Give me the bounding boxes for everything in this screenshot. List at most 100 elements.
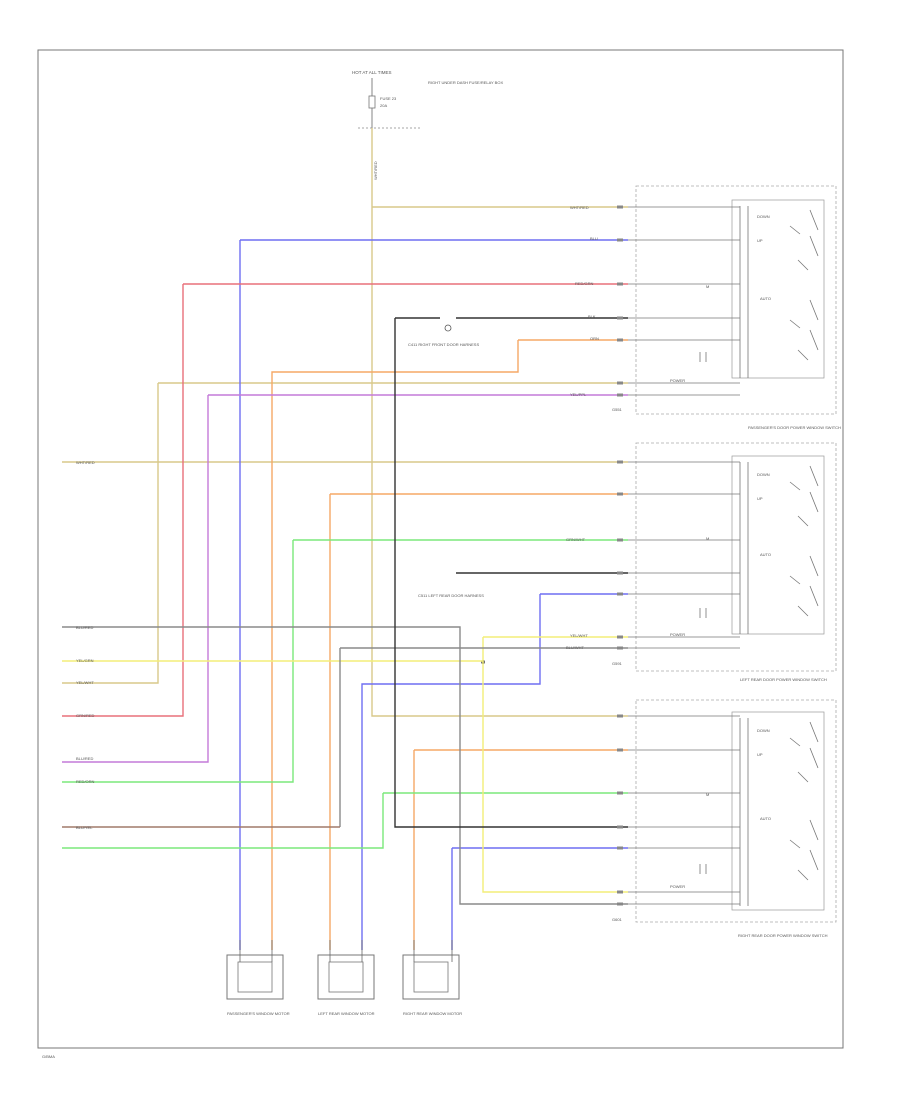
connector-pin xyxy=(617,592,623,596)
fuse-title: HOT AT ALL TIMES xyxy=(352,70,392,75)
connector-pin xyxy=(617,902,623,906)
wire-label-tan: WHT/RED xyxy=(570,205,589,210)
wire-blue-segment xyxy=(361,594,541,950)
wire-label-green: GRN/WHT xyxy=(566,537,586,542)
wire-tan-segment xyxy=(62,383,159,684)
motor-label-left-rear: LEFT REAR WINDOW MOTOR xyxy=(318,1011,375,1016)
wire-violet xyxy=(62,394,628,763)
switch-down-label: DOWN xyxy=(757,472,770,477)
switch-m-label: M xyxy=(706,792,709,797)
wire-blue xyxy=(239,239,628,950)
switch-power-label: POWER xyxy=(670,884,685,889)
left-wire-labels: WHT/RED BLU/RED YEL/GRN YEL/WHT GRN/RED … xyxy=(76,460,95,830)
connector-pin xyxy=(617,571,623,575)
connector-pin xyxy=(617,460,623,464)
switch-m-label: M xyxy=(706,284,709,289)
wire-label-blue: BLU xyxy=(590,236,598,241)
connector-pin xyxy=(617,635,623,639)
connector-pin xyxy=(617,282,623,286)
fuse-name: FUSE 23 xyxy=(380,96,397,101)
switch-power-label: POWER xyxy=(670,378,685,383)
junction-label-passenger: C411 RIGHT FRONT DOOR HARNESS xyxy=(408,342,479,347)
wire-tan xyxy=(62,128,628,717)
ground-label-passenger: G551 xyxy=(612,407,623,412)
wire-green-segment xyxy=(62,793,384,849)
left-label-7: RED/ORN xyxy=(76,779,95,784)
switch-up-label: UP xyxy=(757,752,763,757)
switch-m-label: M xyxy=(706,536,709,541)
switch-contacts xyxy=(699,206,819,906)
left-label-1: WHT/RED xyxy=(76,460,95,465)
connector-pin xyxy=(617,393,623,397)
connector-pin xyxy=(617,381,623,385)
junction-dot-passenger xyxy=(444,324,452,332)
fuse-panel-label: RIGHT UNDER DASH FUSE/RELAY BOX xyxy=(428,80,503,85)
fuse-wire-label: WHT/RED xyxy=(373,161,378,180)
connector-pin xyxy=(617,538,623,542)
left-label-2: BLU/RED xyxy=(76,625,93,630)
switch-auto-label: AUTO xyxy=(760,552,771,557)
switch-label-right-rear: RIGHT REAR DOOR POWER WINDOW SWITCH xyxy=(738,933,828,938)
wire-red-segment xyxy=(62,284,184,717)
junction-label-left-rear: C511 LEFT REAR DOOR HARNESS xyxy=(418,593,484,598)
connector-pin xyxy=(617,238,623,242)
ground-label-right-rear: G601 xyxy=(612,917,623,922)
connector-pin xyxy=(617,492,623,496)
wire-black-segment xyxy=(394,318,628,828)
left-label-6: BLU/RED xyxy=(76,756,93,761)
connector-pin xyxy=(617,890,623,894)
left-label-4: YEL/WHT xyxy=(76,680,94,685)
wire-label-black: BLK xyxy=(588,314,596,319)
wire-red xyxy=(62,283,628,717)
wire-gray-segment xyxy=(62,626,628,905)
wire-label-violet: YEL/PPL xyxy=(570,392,587,397)
wire-yellow xyxy=(62,636,628,893)
motor-leads xyxy=(239,940,453,962)
switch-auto-label: AUTO xyxy=(760,816,771,821)
wire-tan-segment xyxy=(371,128,628,717)
connector-pin xyxy=(617,825,623,829)
connector-pin xyxy=(617,316,623,320)
connector-pin xyxy=(617,205,623,209)
fuse-icon xyxy=(368,95,376,109)
motor-passenger: PASSENGER'S WINDOW MOTOR xyxy=(226,954,290,1016)
connector-pin xyxy=(617,338,623,342)
connector-pin xyxy=(617,646,623,650)
motor-label-passenger: PASSENGER'S WINDOW MOTOR xyxy=(227,1011,290,1016)
left-label-8: BLU/YEL xyxy=(76,825,93,830)
switch-down-label: DOWN xyxy=(757,214,770,219)
diagram-frame xyxy=(37,49,844,1049)
switch-label-passenger: PASSENGER'S DOOR POWER WINDOW SWITCH xyxy=(748,425,841,430)
footer-code: G/BMA xyxy=(42,1054,55,1059)
fuse-block: HOT AT ALL TIMES RIGHT UNDER DASH FUSE/R… xyxy=(352,70,503,180)
left-label-5: GRN/RED xyxy=(76,713,95,718)
switch-auto-label: AUTO xyxy=(760,296,771,301)
switch-label-left-rear: LEFT REAR DOOR POWER WINDOW SWITCH xyxy=(740,677,827,682)
connector-pin xyxy=(617,846,623,850)
switch-up-label: UP xyxy=(757,496,763,501)
wire-gray xyxy=(62,626,628,905)
connector-pin xyxy=(617,714,623,718)
wire-label-orange: ORN xyxy=(590,336,599,341)
connector-stubs xyxy=(617,205,740,906)
connector-pin xyxy=(617,748,623,752)
switch-down-label: DOWN xyxy=(757,728,770,733)
wire-green-segment xyxy=(62,540,294,783)
switch-power-label: POWER xyxy=(670,632,685,637)
switch-box-passenger: M DOWN UP POWER AUTO PASSENGER'S DOOR PO… xyxy=(635,185,841,430)
ground-label-left-rear: G591 xyxy=(612,661,623,666)
wire-violet-segment xyxy=(62,395,209,763)
wire-label-gray: BLU/WHT xyxy=(566,645,585,650)
motor-right-rear: RIGHT REAR WINDOW MOTOR xyxy=(402,954,462,1016)
wire-green xyxy=(62,539,628,849)
switch-box-left-rear: M DOWN UP POWER AUTO LEFT REAR DOOR POWE… xyxy=(635,442,837,682)
fuse-rating: 20A xyxy=(380,103,387,108)
wire-black xyxy=(394,317,628,828)
connector-pin xyxy=(617,791,623,795)
switch-box-right-rear: M DOWN UP POWER AUTO RIGHT REAR DOOR POW… xyxy=(635,699,837,938)
switch-up-label: UP xyxy=(757,238,763,243)
left-label-3: YEL/GRN xyxy=(76,658,94,663)
wire-yellow-segment xyxy=(482,637,628,893)
wire-label-yellow: YEL/WHT xyxy=(570,633,588,638)
